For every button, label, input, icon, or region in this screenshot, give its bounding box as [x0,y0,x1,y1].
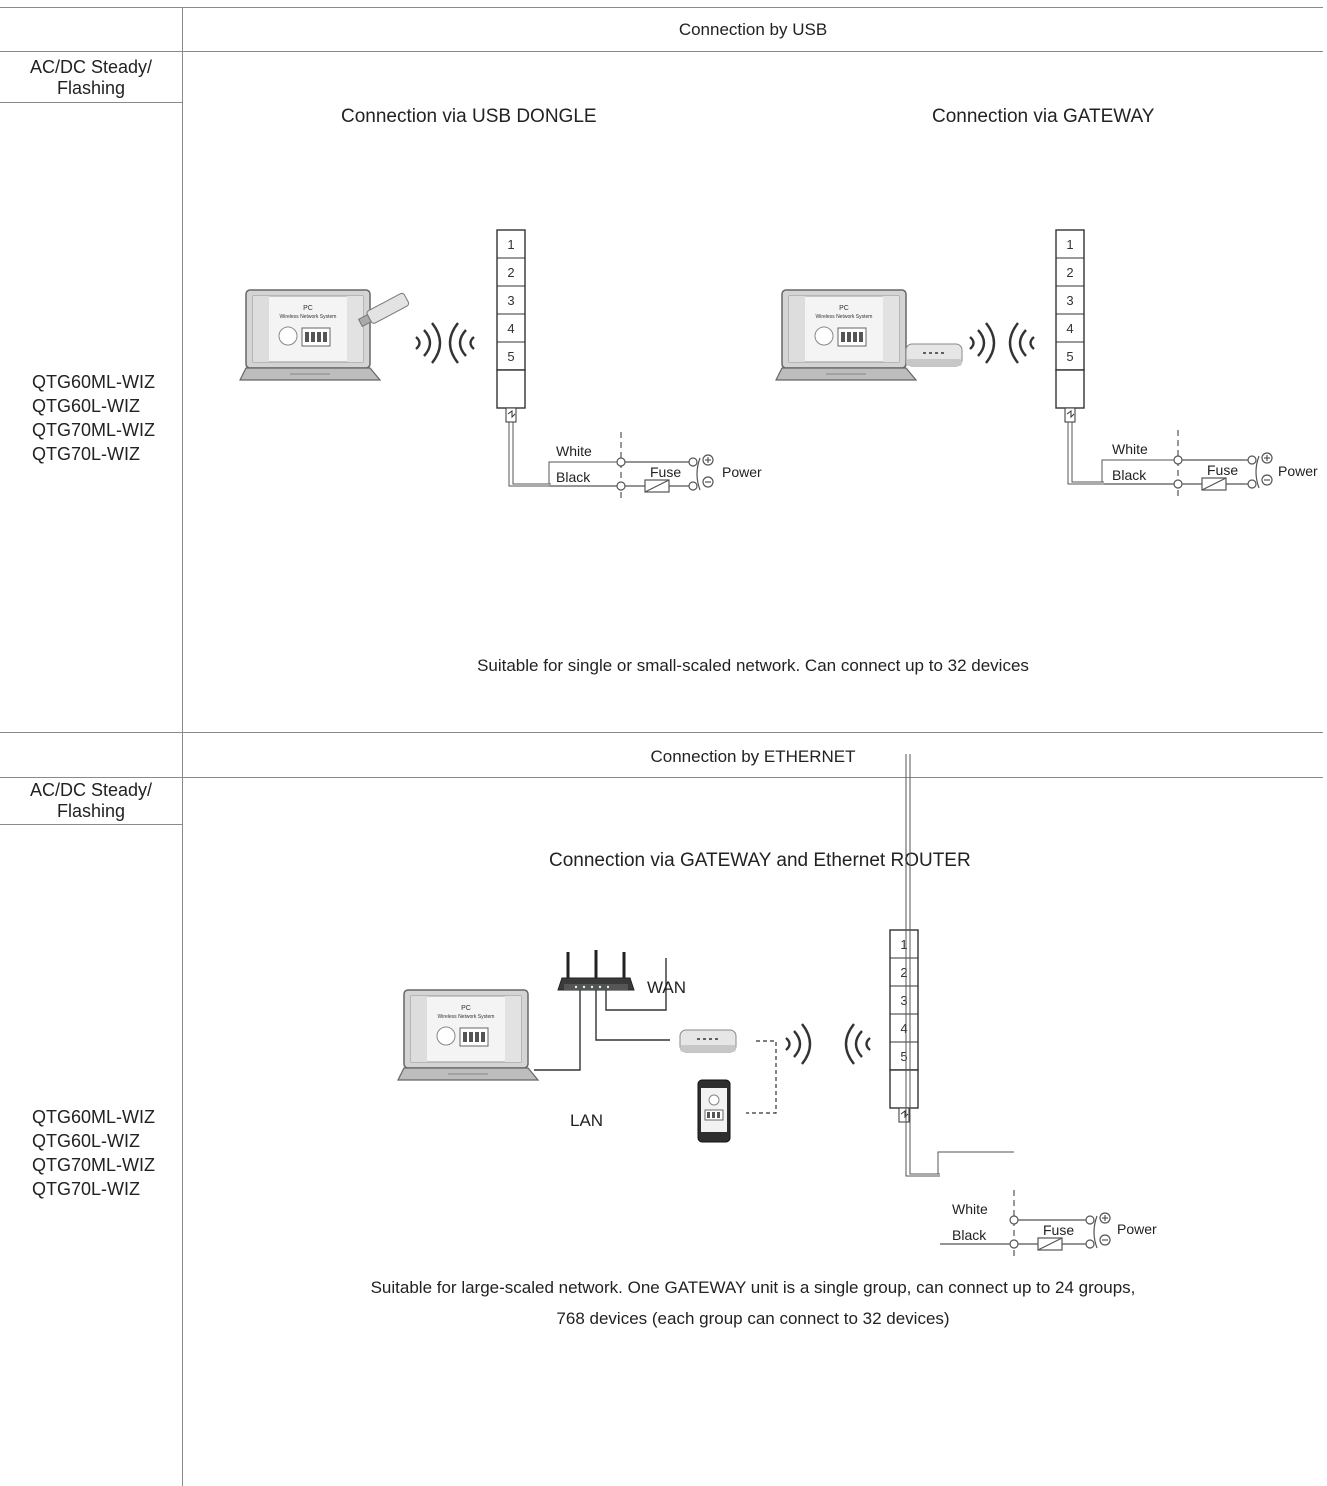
wire-black-label: Black [556,469,591,485]
laptop-icon: PC Wireless Network System [775,289,918,381]
tower-tier-3: 3 [1066,293,1073,308]
laptop-icon: PC Wireless Network System [397,989,540,1081]
eth-model-1: QTG60ML-WIZ [32,1107,156,1127]
gateway-icon [679,1029,737,1053]
usb-section-header: Connection by USB [678,20,828,39]
tower-tier-1: 1 [900,937,907,952]
tower-tier-1: 1 [1066,237,1073,252]
tower-tier-5: 5 [507,349,514,364]
tower-tier-2: 2 [1066,265,1073,280]
eth-left-label: AC/DC Steady/ Flashing [0,780,182,822]
eth-note-line2: 768 devices (each group can connect to 3… [556,1309,950,1328]
fuse-label: Fuse [1207,462,1238,478]
eth-left-label-rule [0,824,182,825]
laptop-screen-line2: Wireless Network System [816,314,873,320]
eth-left-label-line1: AC/DC Steady/ [29,780,153,800]
eth-header-rule [0,777,1323,778]
gateway-icon [905,343,963,367]
usb-dongle-icon [357,292,410,328]
fuse-label: Fuse [650,464,681,480]
laptop-icon: PC Wireless Network System [239,289,382,381]
section-divider-rule [0,732,1323,733]
power-label: Power [1117,1221,1157,1237]
eth-model-list: QTG60ML-WIZ QTG60L-WIZ QTG70ML-WIZ QTG70… [32,1105,155,1201]
lan-label: LAN [570,1111,603,1130]
usb-header-rule [0,51,1323,52]
signal-tower-icon: 1 2 3 4 5 [1055,229,1178,485]
usb-model-4: QTG70L-WIZ [32,444,141,464]
laptop-screen-line1: PC [839,305,849,312]
eth-left-label-line2: Flashing [56,801,126,821]
eth-section-header: Connection by ETHERNET [650,747,856,766]
eth-note: Suitable for large-scaled network. One G… [183,1272,1323,1334]
wireless-waves-icon [969,322,1035,364]
eth-model-2: QTG60L-WIZ [32,1131,141,1151]
usb-left-label: AC/DC Steady/ Flashing [0,57,182,99]
usb-note: Suitable for single or small-scaled netw… [477,656,1029,675]
usb-left-label-line2: Flashing [56,78,126,98]
wire-white-label: White [952,1201,988,1217]
usb-dongle-title: Connection via USB DONGLE [341,106,597,127]
power-label: Power [722,464,762,480]
wire-white-label: White [1112,441,1148,457]
laptop-screen-line1: PC [461,1005,471,1012]
eth-model-3: QTG70ML-WIZ [32,1155,156,1175]
usb-gateway-title: Connection via GATEWAY [932,106,1155,127]
ethernet-diagram: PC Wireless Network System WAN LAN [397,754,1157,1258]
power-label: Power [1278,463,1318,479]
wire-black-label: Black [952,1227,987,1243]
smartphone-icon [697,1079,731,1143]
wire-black-label: Black [1112,467,1147,483]
usb-model-3: QTG70ML-WIZ [32,420,156,440]
fuse-label: Fuse [1043,1222,1074,1238]
top-rule [0,7,1323,8]
usb-model-1: QTG60ML-WIZ [32,372,156,392]
tower-tier-4: 4 [507,321,514,336]
tower-tier-2: 2 [900,965,907,980]
eth-note-line1: Suitable for large-scaled network. One G… [370,1278,1136,1297]
usb-model-2: QTG60L-WIZ [32,396,141,416]
tower-tier-3: 3 [507,293,514,308]
tower-tier-1: 1 [507,237,514,252]
usb-left-label-rule [0,102,182,103]
tower-tier-5: 5 [900,1049,907,1064]
power-wiring [1104,430,1273,498]
eth-title: Connection via GATEWAY and Ethernet ROUT… [549,850,971,871]
laptop-screen-line1: PC [303,305,313,312]
tower-tier-4: 4 [900,1021,907,1036]
tower-tier-5: 5 [1066,349,1073,364]
tower-tier-2: 2 [507,265,514,280]
router-icon [557,950,635,991]
column-rule [182,7,183,1486]
laptop-screen-line2: Wireless Network System [438,1014,495,1020]
power-wiring [940,1190,1111,1258]
dashed-link [746,1040,777,1114]
usb-left-label-line1: AC/DC Steady/ [29,57,153,77]
signal-tower-icon: 1 2 3 4 5 [496,229,617,487]
wan-label: WAN [647,978,686,997]
wireless-waves-icon [415,322,475,364]
usb-model-list: QTG60ML-WIZ QTG60L-WIZ QTG70ML-WIZ QTG70… [32,370,155,466]
laptop-screen-line2: Wireless Network System [280,314,337,320]
wire-white-label: White [556,443,592,459]
signal-tower-icon: 1 2 3 4 5 [889,754,1014,1177]
tower-tier-3: 3 [900,993,907,1008]
wireless-waves-icon [785,1023,871,1065]
network-cables [534,958,670,1071]
eth-model-4: QTG70L-WIZ [32,1179,141,1199]
power-wiring [549,432,714,500]
tower-tier-4: 4 [1066,321,1073,336]
